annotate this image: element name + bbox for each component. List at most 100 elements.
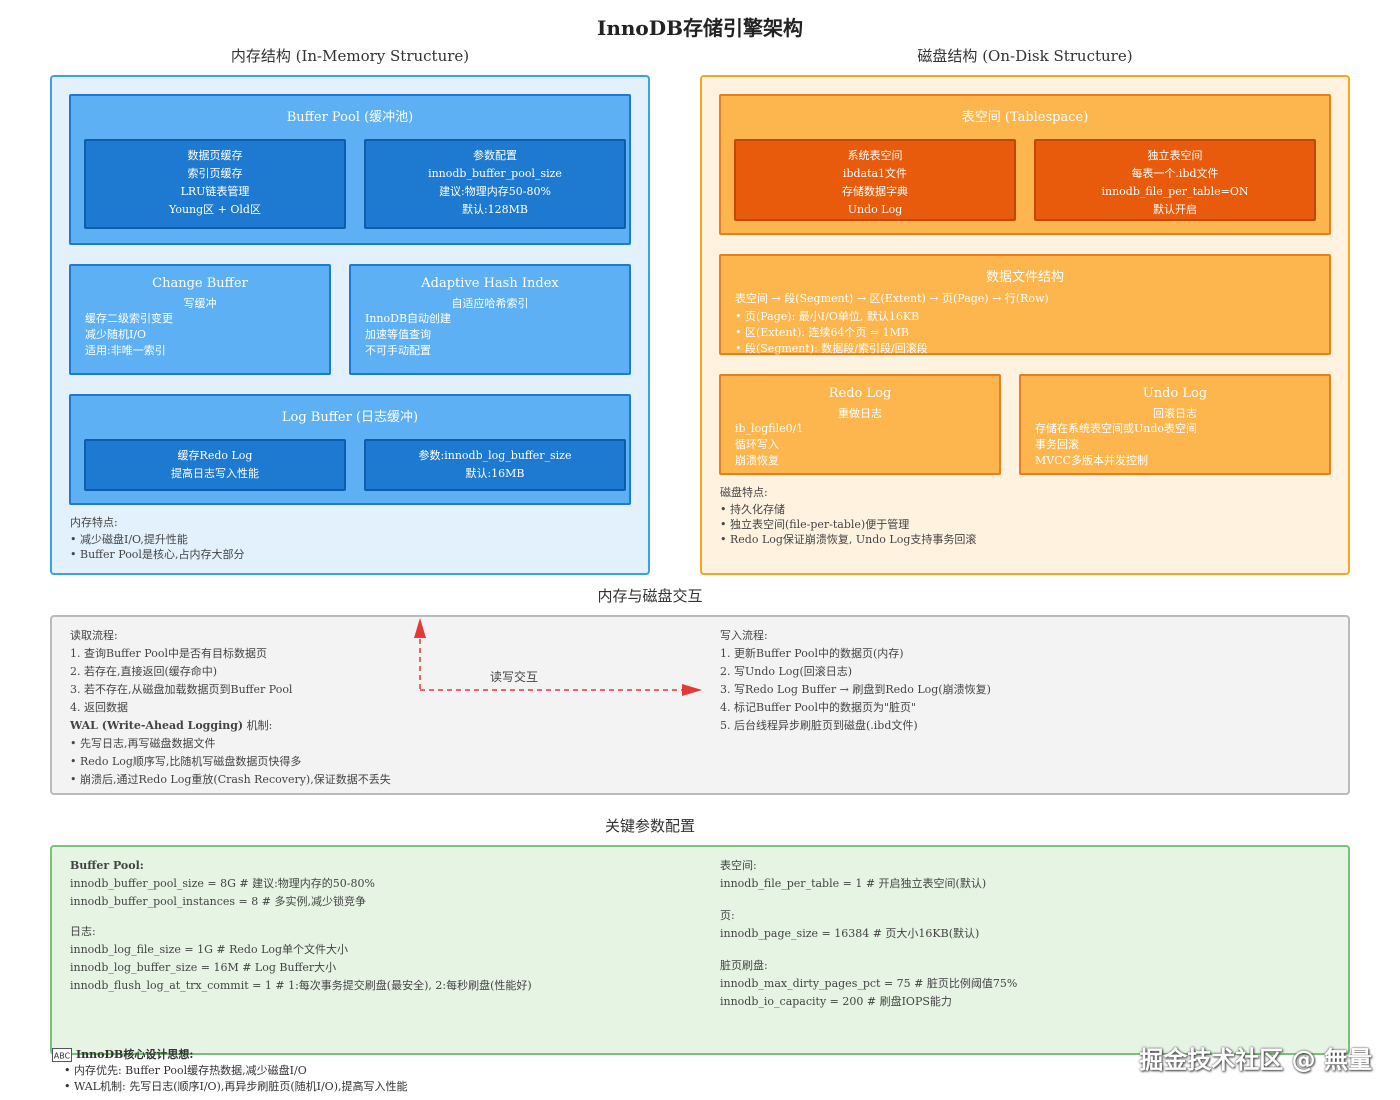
- bp-line: 索引页缓存: [187, 167, 243, 180]
- memory-note: • 减少磁盘I/O,提升性能: [70, 533, 188, 546]
- log-buffer-title: Log Buffer (日志缓冲): [281, 410, 419, 425]
- sys-ts-line: Undo Log: [847, 203, 903, 216]
- memory-notes-title: 内存特点:: [70, 516, 118, 529]
- disk-notes-title: 磁盘特点:: [720, 486, 768, 499]
- bp-cfg-line: 默认:128MB: [461, 203, 529, 216]
- interaction-panel: [50, 615, 1350, 795]
- system-tablespace-box: 系统表空间 ibdata1文件 存储数据字典 Undo Log: [734, 139, 1016, 221]
- log-param: innodb_flush_log_at_trx_commit = 1 # 1:每…: [70, 979, 532, 992]
- bp-line: 数据页缓存: [187, 149, 243, 162]
- lb-line: 提高日志写入性能: [171, 467, 259, 480]
- abc-icon: ABC: [52, 1048, 72, 1062]
- params-left: Buffer Pool: innodb_buffer_pool_size = 8…: [70, 857, 690, 995]
- redo-log-title: Redo Log: [828, 386, 892, 401]
- bp-param: innodb_buffer_pool_instances = 8 # 多实例,减…: [70, 895, 366, 908]
- fpt-line: 默认开启: [1153, 203, 1197, 216]
- bp-param: innodb_buffer_pool_size = 8G # 建议:物理内存的5…: [70, 877, 375, 890]
- adaptive-hash-subtitle: 自适应哈希索引: [451, 297, 529, 310]
- undo-log-box: Undo Log 回滚日志 存储在系统表空间或Undo表空间 事务回滚 MVCC…: [1019, 374, 1331, 475]
- sys-ts-line: 系统表空间: [847, 149, 903, 162]
- read-flow: 读取流程: 1. 查询Buffer Pool中是否有目标数据页 2. 若存在,直…: [70, 627, 630, 789]
- change-buffer-box: Change Buffer 写缓冲 缓存二级索引变更 减少随机I/O 适用:非唯…: [69, 264, 331, 375]
- memory-section-title: 内存结构 (In-Memory Structure): [230, 47, 470, 65]
- log-buffer-cache-box: 缓存Redo Log 提高日志写入性能: [84, 439, 346, 491]
- log-buffer-config-box: 参数:innodb_log_buffer_size 默认:16MB: [364, 439, 626, 491]
- adaptive-hash-line: InnoDB自动创建: [365, 312, 452, 325]
- lb-line: 缓存Redo Log: [177, 449, 253, 462]
- data-file-hierarchy: 表空间 → 段(Segment) → 区(Extent) → 页(Page) →…: [735, 292, 1049, 305]
- log-param: innodb_log_buffer_size = 16M # Log Buffe…: [70, 961, 337, 974]
- undo-log-line: 事务回滚: [1035, 438, 1079, 451]
- bp-cfg-line: 建议:物理内存50-80%: [439, 185, 551, 198]
- dirty-params-title: 脏页刷盘:: [720, 959, 768, 972]
- redo-log-box: Redo Log 重做日志 ib_logfile0/1 循环写入 崩溃恢复: [719, 374, 1001, 475]
- write-flow-step: 5. 后台线程异步刷脏页到磁盘(.ibd文件): [720, 719, 918, 732]
- buffer-pool-title: Buffer Pool (缓冲池): [286, 110, 414, 125]
- write-flow-step: 1. 更新Buffer Pool中的数据页(内存): [720, 647, 904, 660]
- redo-log-line: 循环写入: [735, 438, 779, 451]
- bp-params-title: Buffer Pool:: [70, 859, 144, 872]
- fpt-line: innodb_file_per_table=ON: [1101, 185, 1249, 198]
- read-write-arrow: [414, 618, 702, 696]
- fpt-line: 每表一个.ibd文件: [1131, 167, 1219, 180]
- log-params-title: 日志:: [70, 925, 96, 938]
- arrow-up-head: [414, 618, 426, 638]
- footer-line: • 内存优先: Buffer Pool缓存热数据,减少磁盘I/O: [64, 1064, 307, 1077]
- redo-log-line: 崩溃恢复: [735, 454, 779, 467]
- read-flow-title: 读取流程:: [70, 629, 118, 642]
- adaptive-hash-line: 不可手动配置: [365, 344, 431, 357]
- svg-text:ABC: ABC: [54, 1052, 71, 1061]
- page-params-title: 页:: [720, 909, 735, 922]
- page-param: innodb_page_size = 16384 # 页大小16KB(默认): [720, 927, 980, 940]
- wal-title-suffix: 机制:: [243, 719, 273, 732]
- footer-title: InnoDB核心设计思想:: [76, 1048, 194, 1061]
- sys-ts-line: ibdata1文件: [842, 167, 908, 180]
- tablespace-title: 表空间 (Tablespace): [961, 110, 1089, 125]
- write-flow: 写入流程: 1. 更新Buffer Pool中的数据页(内存) 2. 写Undo…: [720, 627, 1320, 735]
- read-flow-step: 2. 若存在,直接返回(缓存命中): [70, 665, 218, 678]
- diagram-title: InnoDB存储引擎架构: [596, 16, 804, 40]
- data-file-line: • 段(Segment): 数据段/索引段/回滚段: [735, 342, 928, 355]
- footer-line: • WAL机制: 先写日志(顺序I/O),再异步刷脏页(随机I/O),提高写入性…: [64, 1080, 408, 1093]
- arrow-label: 读写交互: [490, 670, 539, 684]
- redo-log-subtitle: 重做日志: [838, 407, 882, 420]
- ts-param: innodb_file_per_table = 1 # 开启独立表空间(默认): [720, 877, 987, 890]
- ts-params-title: 表空间:: [720, 859, 757, 872]
- undo-log-subtitle: 回滚日志: [1153, 407, 1197, 420]
- change-buffer-line: 减少随机I/O: [85, 328, 147, 341]
- read-flow-step: 4. 返回数据: [70, 701, 128, 714]
- dirty-param: innodb_max_dirty_pages_pct = 75 # 脏页比例阈值…: [720, 977, 1018, 990]
- write-flow-title: 写入流程:: [720, 629, 768, 642]
- wal-line: • 先写日志,再写磁盘数据文件: [70, 737, 216, 750]
- data-file-line: • 页(Page): 最小I/O单位, 默认16KB: [735, 310, 920, 323]
- interaction-section-title: 内存与磁盘交互: [597, 587, 703, 605]
- watermark: 掘金技术社区 @ 無量: [1139, 1046, 1372, 1074]
- read-flow-step: 3. 若不存在,从磁盘加载数据页到Buffer Pool: [70, 683, 293, 696]
- buffer-pool-config-box: 参数配置 innodb_buffer_pool_size 建议:物理内存50-8…: [364, 139, 626, 229]
- write-flow-step: 4. 标记Buffer Pool中的数据页为"脏页": [720, 701, 917, 714]
- memory-notes: 内存特点: • 减少磁盘I/O,提升性能 • Buffer Pool是核心,占内…: [70, 514, 244, 562]
- disk-note: • 持久化存储: [720, 503, 785, 516]
- read-flow-step: 1. 查询Buffer Pool中是否有目标数据页: [70, 647, 267, 660]
- lb-cfg-line: 默认:16MB: [465, 467, 525, 480]
- wal-title: WAL (Write-Ahead Logging): [70, 719, 244, 732]
- undo-log-title: Undo Log: [1142, 386, 1208, 401]
- write-flow-step: 2. 写Undo Log(回滚日志): [720, 665, 853, 678]
- params-panel: [50, 845, 1350, 1055]
- sys-ts-line: 存储数据字典: [842, 185, 908, 198]
- data-file-line: • 区(Extent): 连续64个页 = 1MB: [735, 326, 909, 339]
- redo-log-line: ib_logfile0/1: [735, 422, 804, 435]
- undo-log-line: MVCC多版本并发控制: [1035, 454, 1149, 467]
- footer-summary: ABC InnoDB核心设计思想: • 内存优先: Buffer Pool缓存热…: [52, 1047, 408, 1095]
- disk-notes: 磁盘特点: • 持久化存储 • 独立表空间(file-per-table)便于管…: [720, 484, 976, 547]
- lb-cfg-line: 参数:innodb_log_buffer_size: [418, 449, 572, 462]
- disk-note: • 独立表空间(file-per-table)便于管理: [720, 518, 910, 531]
- log-param: innodb_log_file_size = 1G # Redo Log单个文件…: [70, 943, 349, 956]
- adaptive-hash-line: 加速等值查询: [365, 328, 431, 341]
- change-buffer-line: 适用:非唯一索引: [85, 344, 166, 357]
- data-file-box: 数据文件结构 表空间 → 段(Segment) → 区(Extent) → 页(…: [719, 254, 1331, 355]
- arrow-right-head: [682, 684, 702, 696]
- write-flow-step: 3. 写Redo Log Buffer → 刷盘到Redo Log(崩溃恢复): [720, 683, 991, 696]
- memory-note: • Buffer Pool是核心,占内存大部分: [70, 548, 245, 561]
- file-per-table-box: 独立表空间 每表一个.ibd文件 innodb_file_per_table=O…: [1034, 139, 1316, 221]
